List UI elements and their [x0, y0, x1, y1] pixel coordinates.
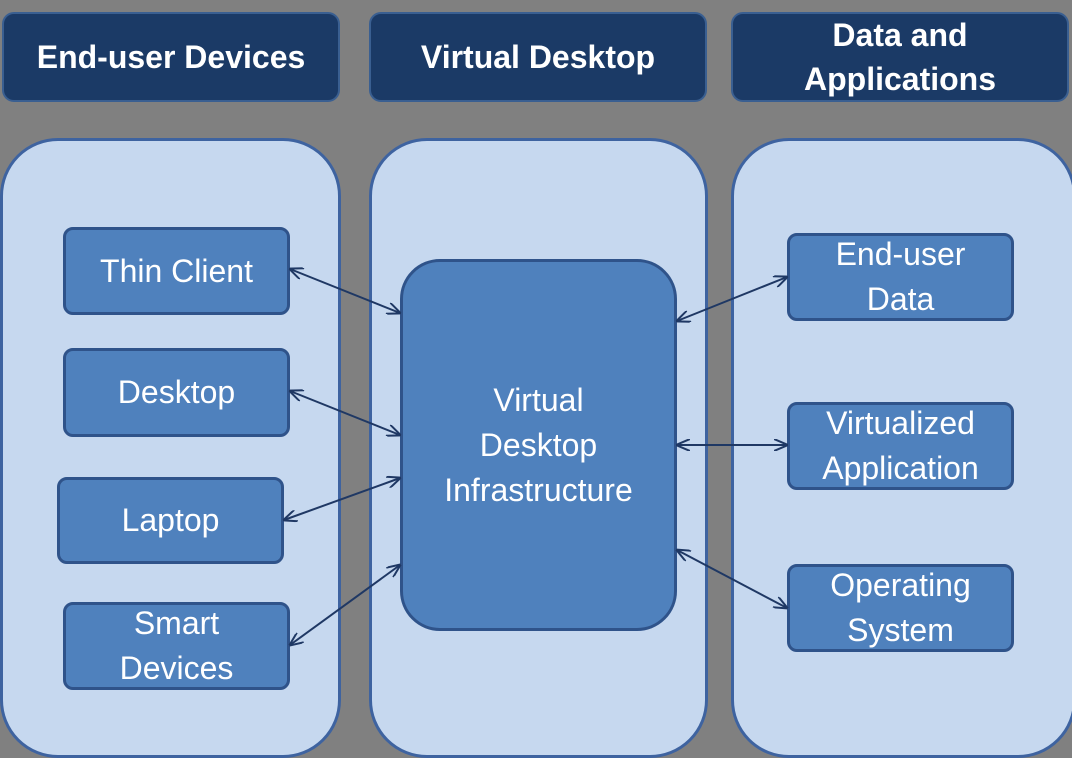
header-virtual-desktop: Virtual Desktop — [369, 12, 707, 102]
node-operating-system: Operating System — [787, 564, 1014, 652]
header-end-user-devices: End-user Devices — [2, 12, 340, 102]
node-laptop: Laptop — [57, 477, 284, 564]
node-end-user-data: End-user Data — [787, 233, 1014, 321]
arrow-vdi-operating-system — [677, 550, 787, 608]
arrow-laptop-vdi — [284, 478, 400, 520]
node-desktop: Desktop — [63, 348, 290, 437]
arrow-smart-devices-vdi — [290, 565, 400, 645]
node-thin-client: Thin Client — [63, 227, 290, 315]
header-data-and-applications: Data and Applications — [731, 12, 1069, 102]
node-virtual-desktop-infrastructure: Virtual Desktop Infrastructure — [400, 259, 677, 631]
node-smart-devices: Smart Devices — [63, 602, 290, 690]
arrow-vdi-end-user-data — [677, 277, 787, 321]
node-virtualized-application: Virtualized Application — [787, 402, 1014, 490]
arrow-thin-client-vdi — [290, 269, 400, 313]
arrow-desktop-vdi — [290, 391, 400, 435]
